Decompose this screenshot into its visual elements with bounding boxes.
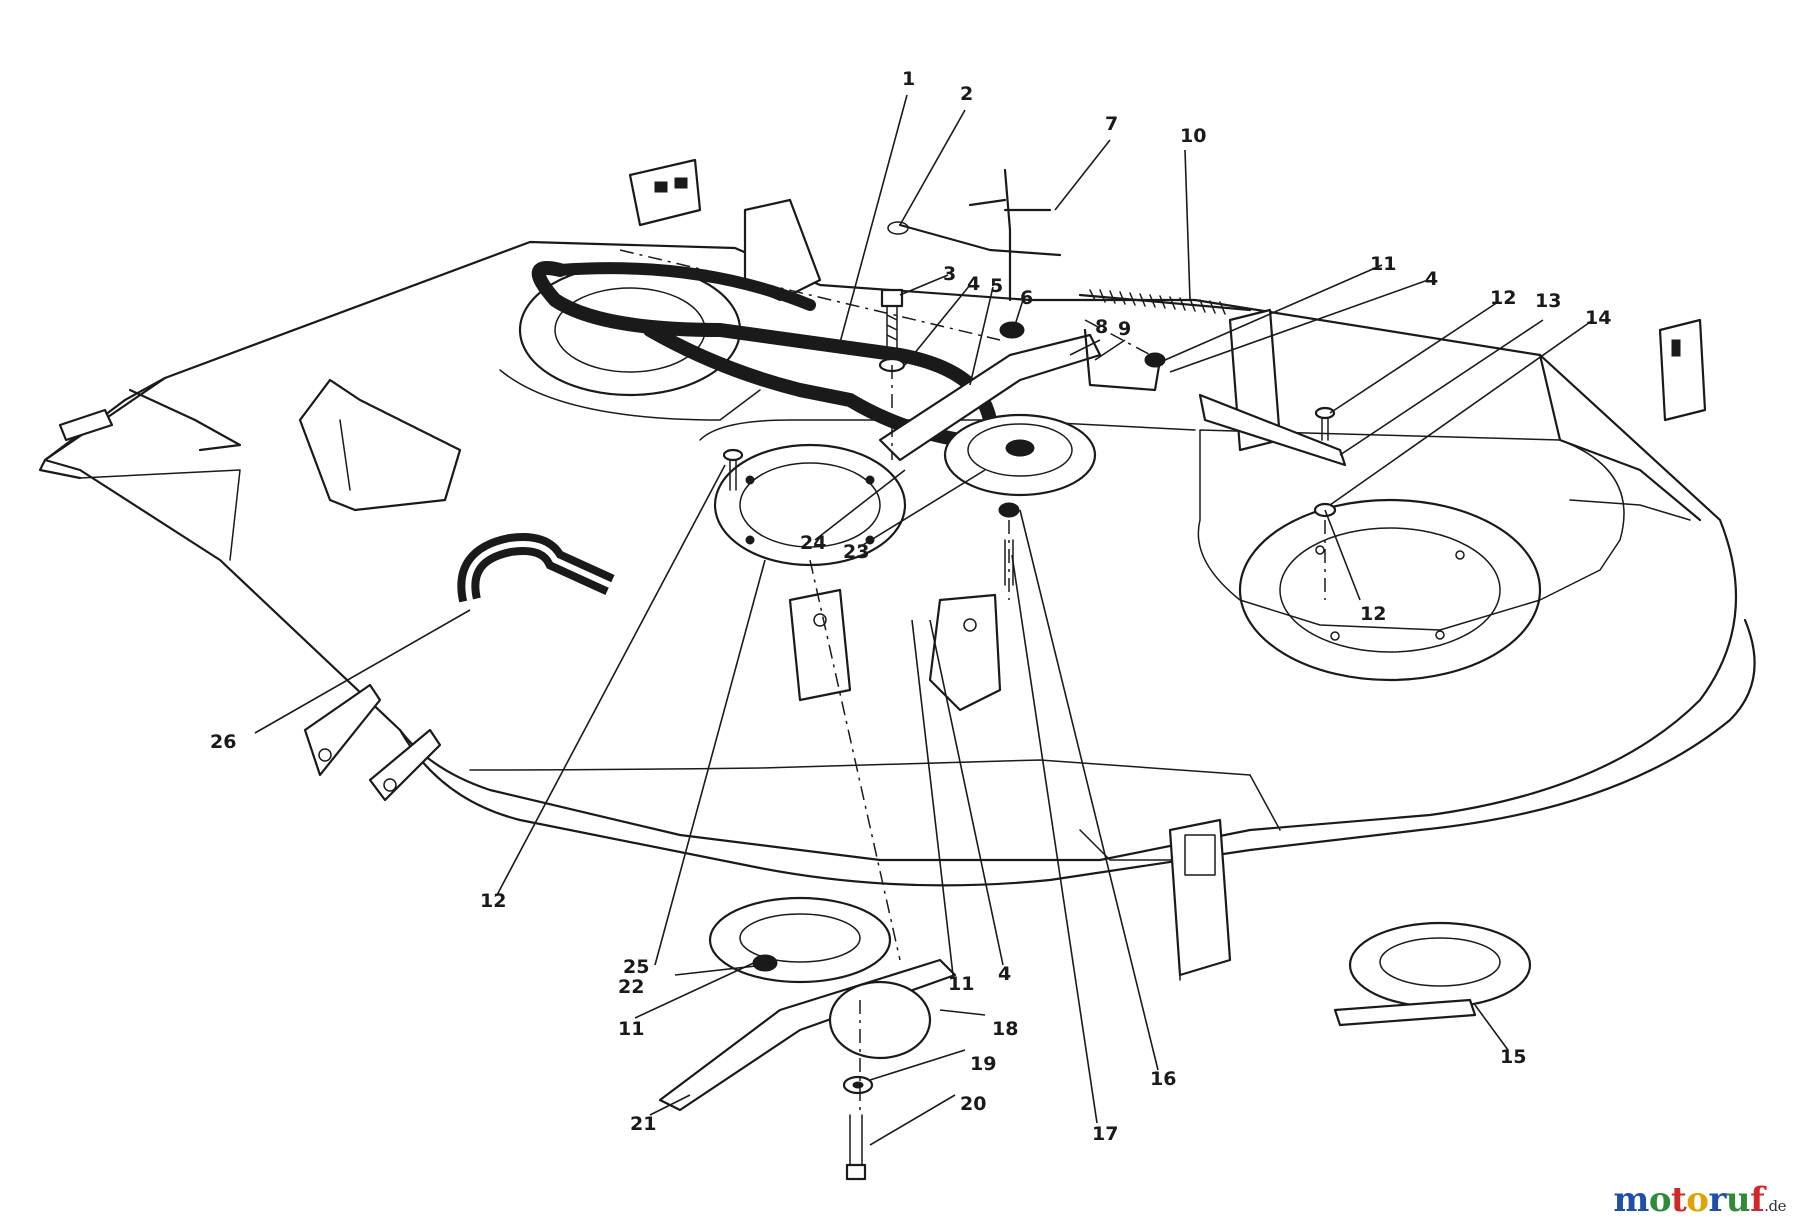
front-right-hanger [1168,818,1232,977]
callout-20: 20 [960,1093,986,1115]
callout-21: 21 [630,1113,656,1135]
right-spindle-opening [1238,498,1542,682]
rear-right-bracket [1228,308,1707,452]
callout-1: 1 [902,68,915,90]
motoruf-watermark: motoruf.de [1613,1180,1786,1220]
callout-13: 13 [1535,290,1561,312]
watermark-letter: r [1708,1180,1726,1220]
spindle-pulley-left [713,443,907,567]
callout-2: 2 [960,83,973,105]
rod-7 [968,168,1052,302]
callout-12-right: 12 [1490,287,1516,309]
callout-4-bottom: 4 [998,963,1011,985]
callout-9: 9 [1118,318,1131,340]
callout-7: 7 [1105,113,1118,135]
rear-left-bracket [628,158,822,302]
bolt-17 [998,502,1020,586]
callout-19: 19 [970,1053,996,1075]
watermark-letter: o [1648,1180,1672,1220]
watermark-letter: f [1750,1180,1765,1220]
callout-15: 15 [1500,1046,1526,1068]
watermark-suffix: .de [1764,1197,1786,1215]
blade-adapter-18 [828,980,932,1060]
wear-strip-26 [457,533,615,603]
callout-16: 16 [1150,1068,1176,1090]
callout-26: 26 [210,731,236,753]
callout-24: 24 [800,532,826,554]
assembly-lines [619,249,1326,1110]
front-left-hangers [303,683,442,802]
callout-4-top: 4 [967,273,980,295]
callout-22: 22 [618,976,644,998]
link-2 [887,221,1062,257]
tension-spring-10 [1078,289,1252,315]
leader-lines [254,94,1594,1146]
watermark-letter: t [1671,1180,1687,1220]
callout-23: 23 [843,541,869,563]
watermark-letter: u [1725,1180,1751,1220]
left-rear-tab [58,408,114,442]
bolts-right-12 [1313,406,1337,518]
hardware-9 [1083,328,1166,392]
callout-25: 25 [623,956,649,978]
drive-belt [531,261,998,448]
idler-pulley [943,413,1097,497]
callout-5: 5 [990,275,1003,297]
center-hanger-front [788,588,1002,712]
bolt-20 [845,1114,867,1181]
washer-22 [752,954,778,972]
washer-19 [842,1075,874,1095]
callout-11-top: 11 [1370,253,1396,275]
callout-11-center: 11 [948,973,974,995]
arm-13 [1198,393,1347,467]
callout-8: 8 [1095,316,1108,338]
callout-14: 14 [1585,307,1611,329]
callout-18: 18 [992,1018,1018,1040]
callout-6: 6 [1020,287,1033,309]
idler-arm [878,333,1102,462]
callout-11-bottom: 11 [618,1018,644,1040]
callout-17: 17 [1092,1123,1118,1145]
callout-12-deck: 12 [1360,603,1386,625]
deck-housing [38,240,1756,981]
callout-3: 3 [943,263,956,285]
callout-4-right: 4 [1425,268,1438,290]
left-side-hanger [298,378,462,512]
watermark-letter: o [1686,1180,1709,1220]
callout-12-left: 12 [480,890,506,912]
spindle-housing-bottom-right-15 [1333,921,1532,1027]
callout-10: 10 [1180,125,1206,147]
callout-labels: 1 2 7 10 3 4 5 6 8 9 11 4 12 13 14 12 24… [210,68,1611,1145]
watermark-letter: m [1613,1180,1649,1220]
bolt-center-12 [722,448,744,491]
spindle-housing-bottom-left [708,896,892,984]
spacer-6 [999,321,1025,339]
